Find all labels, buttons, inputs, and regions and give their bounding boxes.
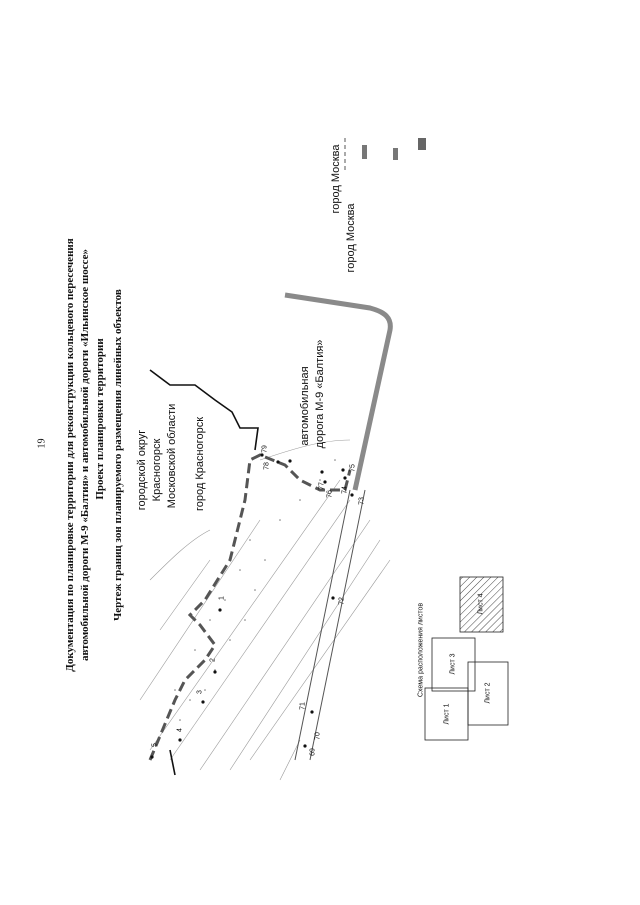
moscow-border-marks — [344, 138, 426, 170]
sheet-2-label: Лист 2 — [484, 682, 492, 704]
label-oblast: Московской области — [166, 403, 178, 509]
road-edges — [294, 489, 366, 761]
point-label-79: 79 — [261, 445, 269, 453]
terrain-stipple — [174, 459, 336, 721]
label-moscow-2: город Москва — [345, 203, 357, 273]
zone-boundary-dashed — [148, 453, 352, 761]
point-label-71: 71 — [299, 702, 307, 710]
label-road-2: дорога М-9 «Балтия» — [314, 339, 326, 449]
point-label-78: 78 — [263, 462, 271, 470]
sheet-4-label: Лист 4 — [477, 593, 485, 615]
label-moscow-1: город Москва — [330, 144, 342, 214]
sheet-scheme-title: Схема расположения листов — [417, 602, 425, 698]
sheet-1-label: Лист 1 — [443, 703, 451, 725]
sheet-scheme-boxes — [424, 637, 509, 741]
label-krasnogorsk: Красногорск — [151, 438, 163, 502]
point-label-74: 74 — [341, 486, 349, 494]
border-segment — [169, 749, 176, 776]
road-boundary-thick — [284, 292, 393, 491]
point-label-73: 73 — [358, 497, 366, 505]
background-lines — [139, 439, 391, 781]
point-label-75: 75 — [349, 464, 357, 472]
municipal-border — [149, 369, 259, 451]
label-district: городской округ — [136, 429, 148, 511]
point-label-5: 5 — [151, 743, 159, 747]
label-city-krasnogorsk: город Красногорск — [194, 416, 206, 512]
point-label-77: 77 — [318, 482, 326, 490]
label-road-1: автомобильная — [299, 366, 311, 446]
point-label-69: 69 — [309, 748, 317, 756]
point-label-2: 2 — [209, 658, 217, 662]
point-label-1: 1 — [218, 596, 226, 600]
sheet-4-box — [459, 576, 504, 633]
point-label-70: 70 — [314, 732, 322, 740]
point-label-3: 3 — [196, 690, 204, 694]
point-label-72: 72 — [338, 597, 346, 605]
point-label-76: 76 — [326, 490, 334, 498]
sheet-3-label: Лист 3 — [449, 653, 457, 675]
boundary-points — [150, 453, 354, 759]
point-label-4: 4 — [176, 728, 184, 732]
